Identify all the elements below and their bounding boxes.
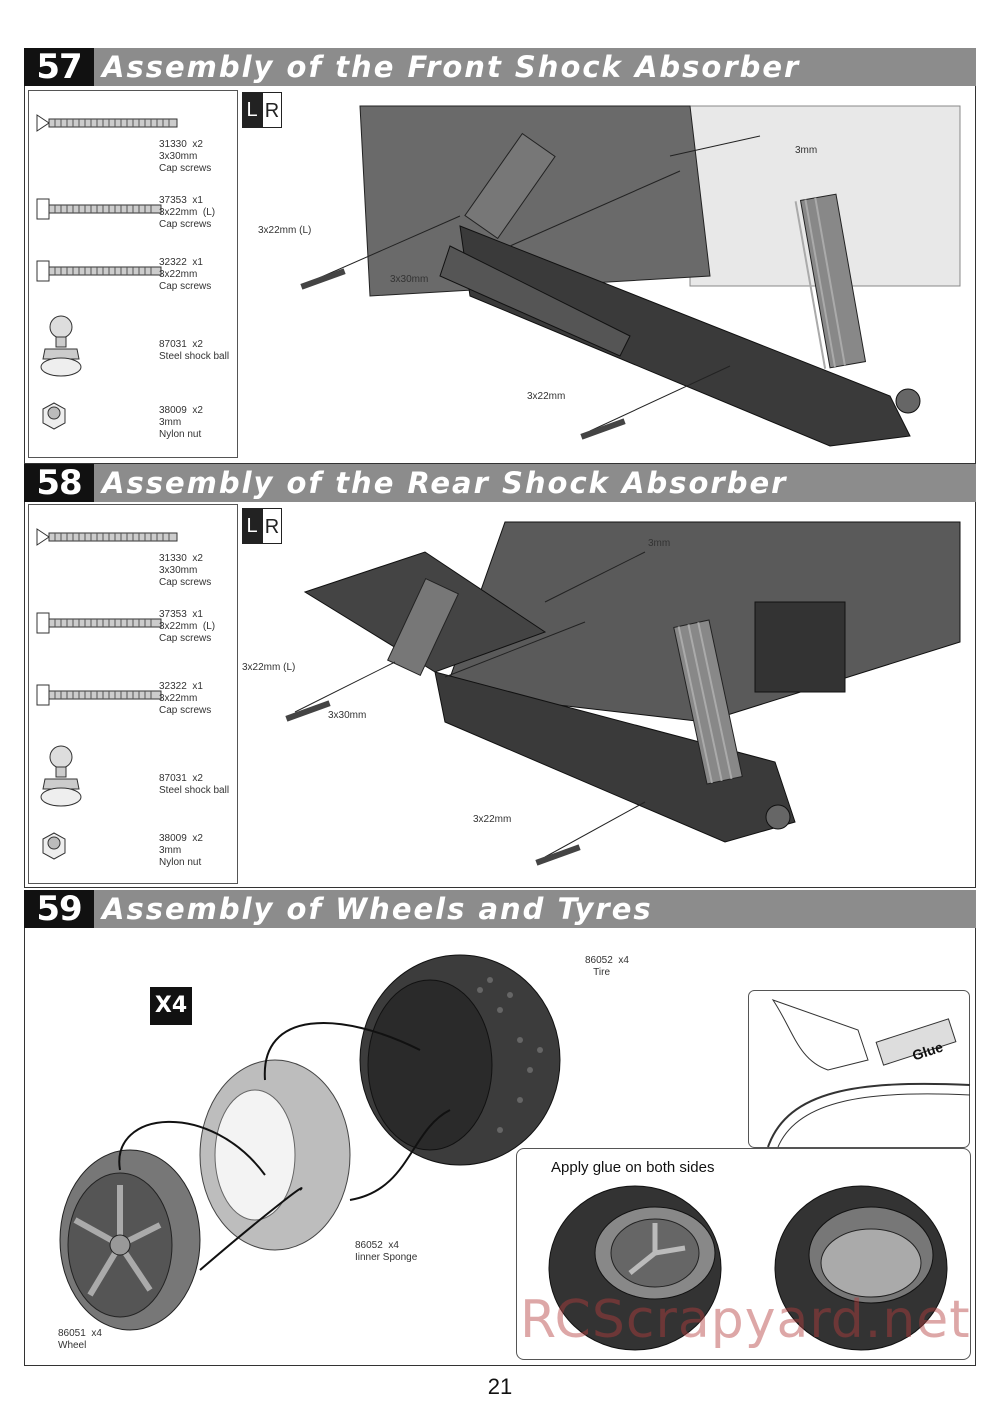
shock-ball-icon	[40, 315, 82, 377]
wheel-tire-exploded-illustration	[59, 954, 561, 1331]
part-label: 87031 x2 Steel shock ball	[159, 339, 230, 362]
callout-3mm: 3mm	[795, 145, 818, 156]
left-right-indicator: L R	[242, 508, 282, 544]
part-item: 31330 x2 3x30mm Cap screws	[29, 111, 239, 174]
part-item: 31330 x2 3x30mm Cap screws	[29, 525, 239, 588]
step-57-header: 57 Assembly of the Front Shock Absorber	[24, 48, 976, 86]
part-item: 87031 x2 Steel shock ball	[29, 313, 239, 383]
parts-list-57: 31330 x2 3x30mm Cap screws 37353 x1 3x22…	[28, 90, 238, 458]
part-label: 38009 x2 3mm Nylon nut	[159, 405, 203, 440]
left-marker: L	[242, 92, 262, 128]
step-59-header: 59 Assembly of Wheels and Tyres	[24, 890, 976, 928]
part-item: 37353 x1 3x22mm (L) Cap screws	[29, 609, 239, 659]
part-label: 31330 x2 3x30mm Cap screws	[159, 553, 212, 588]
step-58-header: 58 Assembly of the Rear Shock Absorber	[24, 464, 976, 502]
part-label: 31330 x2 3x30mm Cap screws	[159, 139, 212, 174]
left-right-indicator: L R	[242, 92, 282, 128]
part-label: 32322 x1 3x22mm Cap screws	[159, 257, 212, 292]
watermark: RCScrapyard.net	[520, 1290, 971, 1350]
callout-3x22mm: 3x22mm	[473, 814, 512, 825]
front-suspension-illustration	[300, 105, 961, 447]
callout-3x30mm: 3x30mm	[390, 274, 429, 285]
callout-3mm: 3mm	[648, 538, 671, 549]
step-title: Assembly of the Front Shock Absorber	[102, 50, 801, 84]
nylon-nut-icon	[42, 402, 66, 430]
part-item: 32322 x1 3x22mm Cap screws	[29, 257, 239, 307]
right-marker: R	[262, 92, 282, 128]
glued-tire-left-icon	[548, 1185, 722, 1351]
long-screw-icon	[36, 528, 178, 546]
part-item: 87031 x2 Steel shock ball	[29, 743, 239, 813]
part-label: 37353 x1 3x22mm (L) Cap screws	[159, 609, 216, 644]
part-label: 38009 x2 3mm Nylon nut	[159, 833, 203, 868]
nylon-nut-icon	[42, 832, 66, 860]
part-label: 32322 x1 3x22mm Cap screws	[159, 681, 212, 716]
glued-tire-right-icon	[774, 1185, 948, 1351]
cap-screw-icon	[36, 684, 162, 706]
step-number: 59	[24, 890, 94, 928]
callout-3x22mm-l: 3x22mm (L)	[242, 662, 296, 673]
step-title: Assembly of Wheels and Tyres	[102, 892, 653, 926]
part-item: 32322 x1 3x22mm Cap screws	[29, 681, 239, 731]
parts-list-58: 31330 x2 3x30mm Cap screws 37353 x1 3x22…	[28, 504, 238, 884]
step-number: 57	[24, 48, 94, 86]
cap-screw-icon	[36, 198, 162, 220]
glue-detail-illustration	[748, 990, 971, 1148]
sponge-label: 86052 x4 Iinner Sponge	[355, 1240, 418, 1263]
step-number: 58	[24, 464, 94, 502]
glue-instruction-text: Apply glue on both sides	[551, 1159, 715, 1176]
rear-suspension-illustration	[285, 521, 961, 866]
part-item: 37353 x1 3x22mm (L) Cap screws	[29, 195, 239, 245]
right-marker: R	[262, 508, 282, 544]
quantity-multiplier-badge: X4	[150, 987, 192, 1025]
shock-ball-icon	[40, 745, 82, 807]
page-number: 21	[487, 1374, 513, 1399]
part-item: 38009 x2 3mm Nylon nut	[29, 831, 239, 881]
tire-label: 86052 x4 Tire	[585, 955, 629, 978]
callout-3x22mm-l: 3x22mm (L)	[258, 225, 312, 236]
callout-3x30mm: 3x30mm	[328, 710, 367, 721]
callout-3x22mm: 3x22mm	[527, 391, 566, 402]
step-title: Assembly of the Rear Shock Absorber	[102, 466, 788, 500]
part-item: 38009 x2 3mm Nylon nut	[29, 401, 239, 451]
part-label: 87031 x2 Steel shock ball	[159, 773, 230, 796]
long-screw-icon	[36, 114, 178, 132]
left-marker: L	[242, 508, 262, 544]
glue-instruction-box: Apply glue on both sides	[516, 1148, 971, 1360]
part-label: 37353 x1 3x22mm (L) Cap screws	[159, 195, 216, 230]
cap-screw-icon	[36, 612, 162, 634]
wheel-label: 86051 x4 Wheel	[58, 1328, 102, 1351]
cap-screw-icon	[36, 260, 162, 282]
